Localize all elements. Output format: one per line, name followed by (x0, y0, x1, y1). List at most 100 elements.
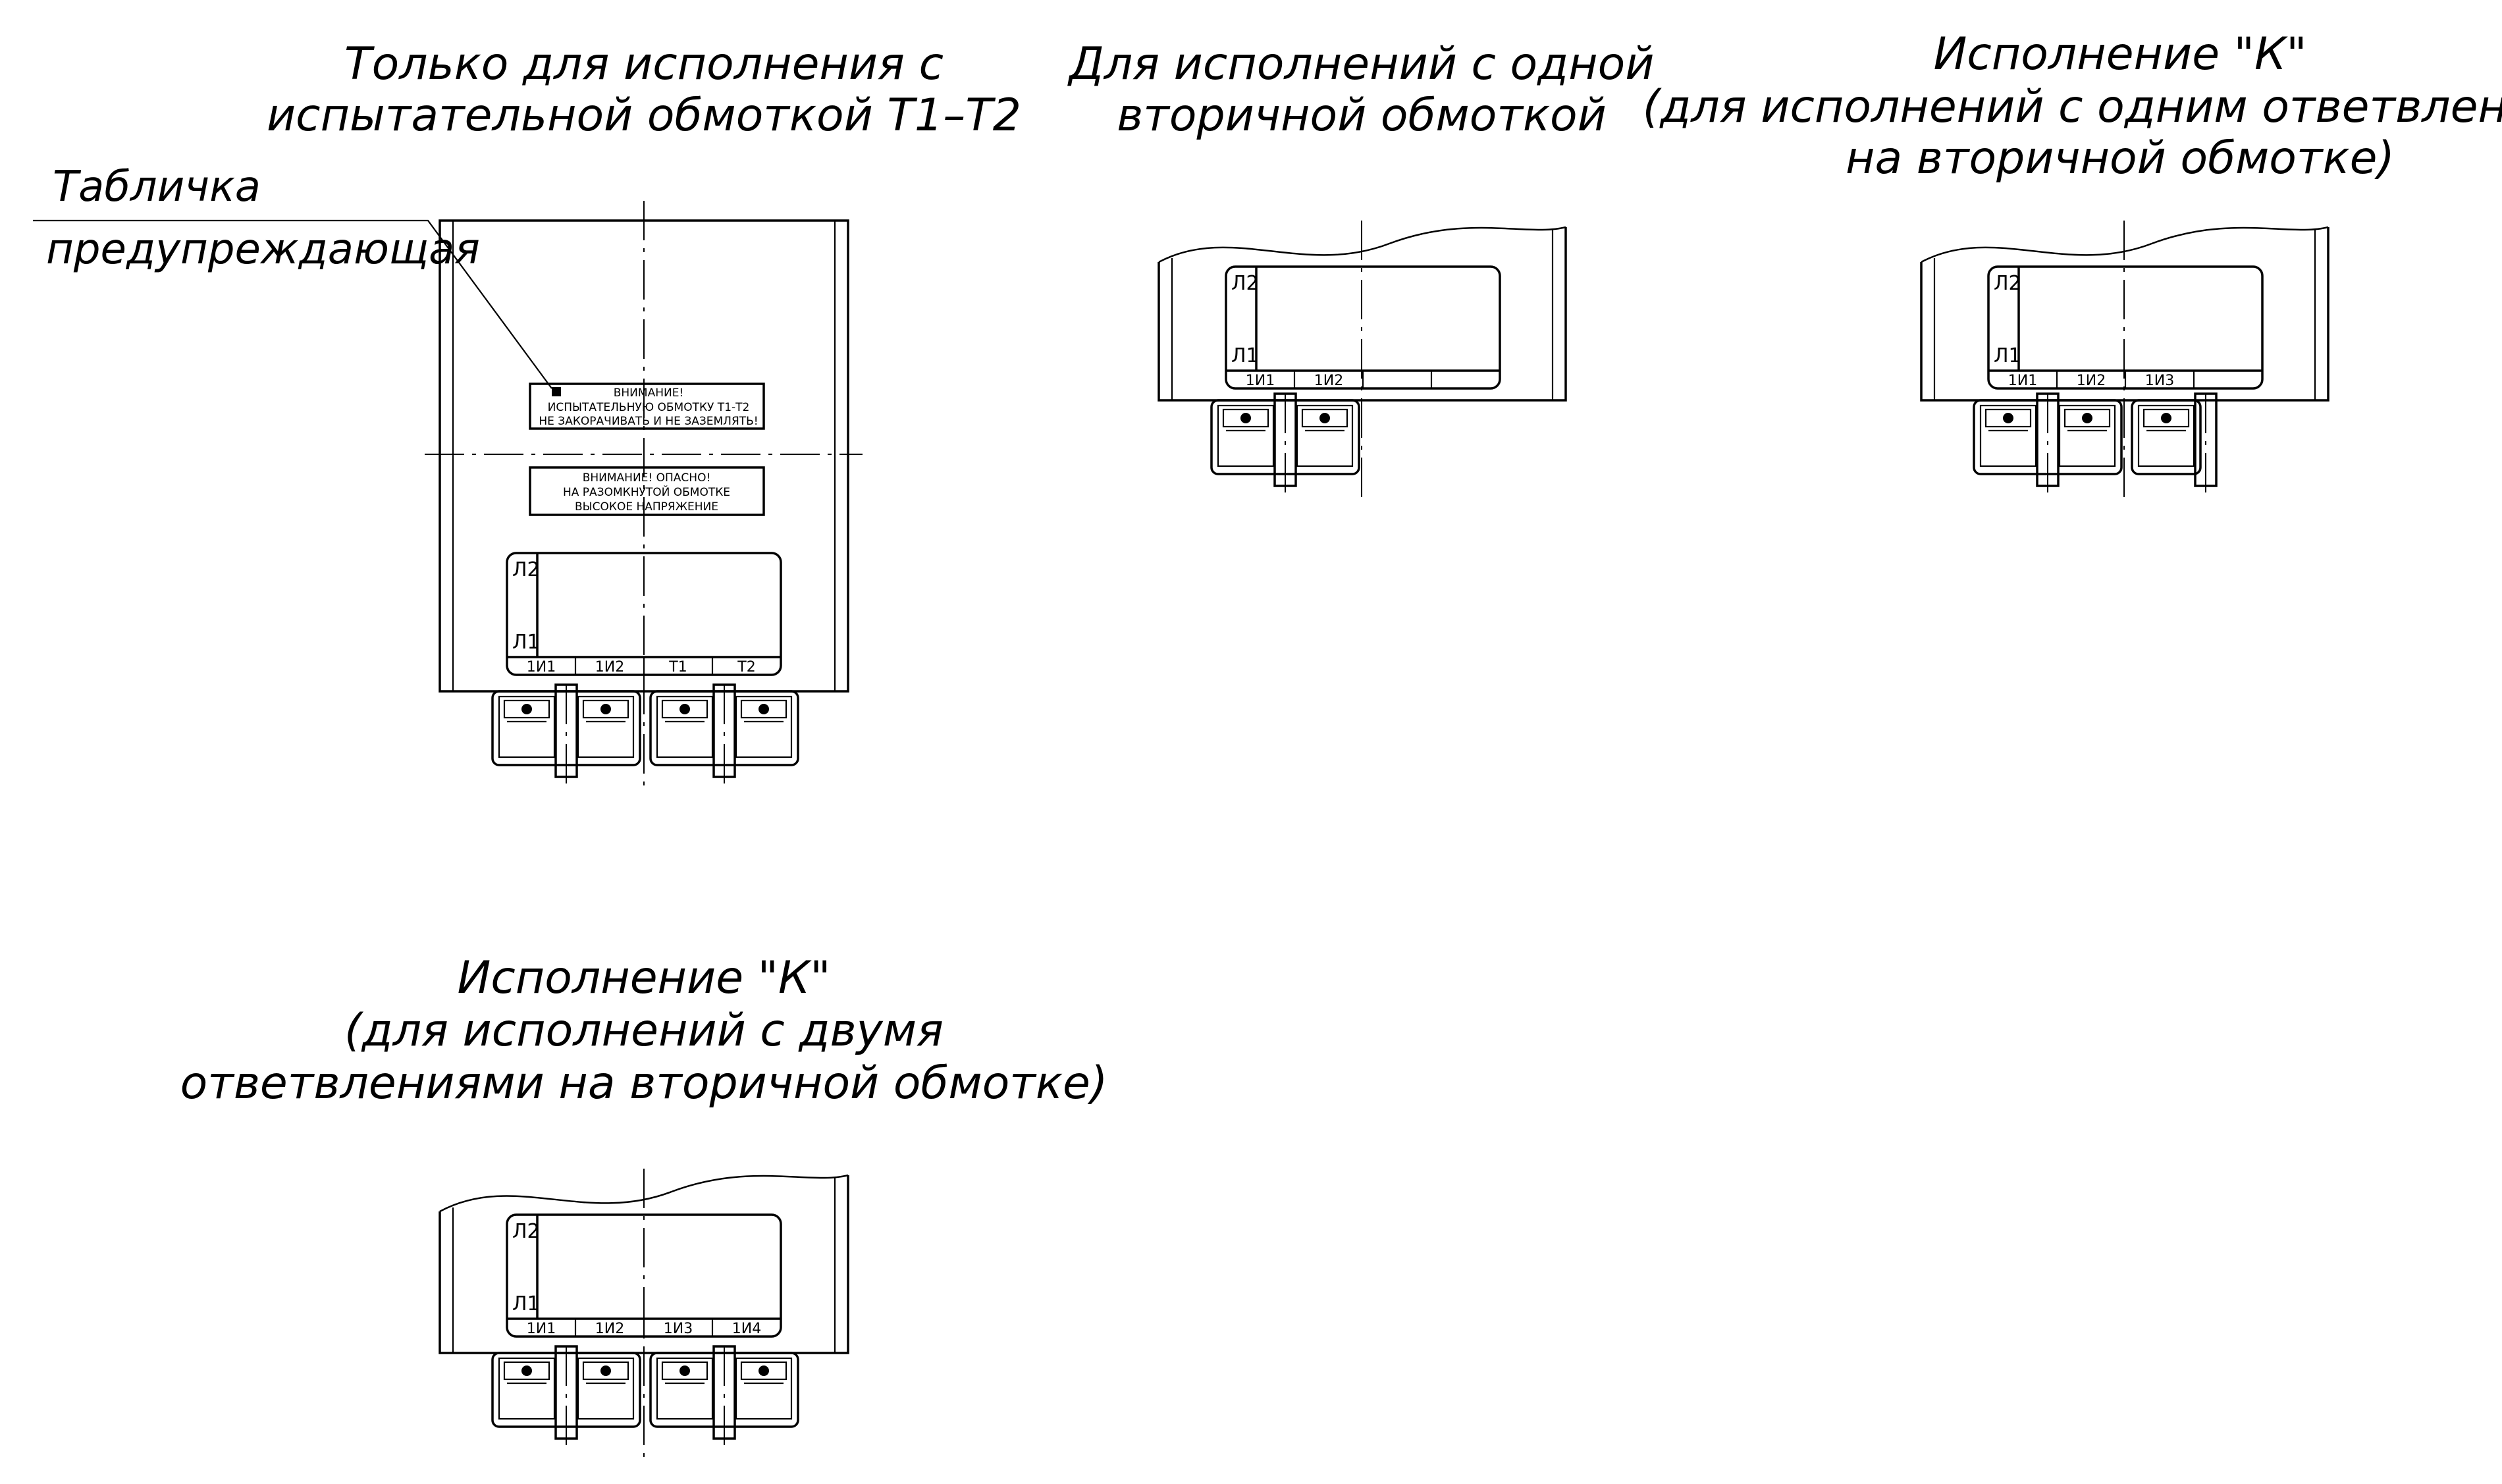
title-bottom-left-line-2: (для исполнений с двумя (344, 1005, 944, 1057)
terminal-clamp (582, 699, 629, 719)
title-top-middle-line-2: вторичной обмоткой (1117, 90, 1607, 142)
terminal-screws (491, 1345, 799, 1452)
terminal-screws (1210, 392, 1360, 499)
view-full-with-test-winding: ВНИМАНИЕ! ИСПЫТАТЕЛЬНУЮ ОБМОТКУ Т1-Т2 НЕ… (425, 201, 863, 790)
primary-label-l1: Л1 (1994, 344, 2021, 367)
terminal-cell (577, 1357, 635, 1420)
view-two-taps: Л2 Л1 1И1 1И2 1И3 1И4 (439, 1169, 849, 1458)
terminal-screws (1973, 392, 2218, 499)
screw-icon (600, 704, 611, 714)
terminal-clamp (503, 699, 550, 719)
terminal-label-1: 1И1 (527, 659, 556, 676)
primary-label-l1: Л1 (1231, 344, 1259, 367)
plate-line-2: ИСПЫТАТЕЛЬНУЮ ОБМОТКУ Т1-Т2 (548, 401, 750, 414)
primary-label-l1: Л1 (512, 1292, 540, 1315)
terminal-cell (656, 1357, 714, 1420)
terminal-label-4: 1И4 (732, 1321, 761, 1337)
title-top-right-line-3: на вторичной обмотке) (1846, 132, 2395, 184)
screw-icon (2082, 413, 2092, 423)
terminal-clamp (661, 1361, 708, 1381)
warning-plate-danger: ВНИМАНИЕ! ОПАСНО! НА РАЗОМКНУТОЙ ОБМОТКЕ… (529, 466, 765, 516)
terminal-label-2: 1И2 (595, 659, 624, 676)
terminal-clamp (1301, 408, 1348, 428)
terminal-cell (2058, 404, 2116, 467)
terminal-cell (735, 1357, 793, 1420)
screw-icon (2161, 413, 2171, 423)
plate-line-1: ВНИМАНИЕ! ОПАСНО! (583, 471, 711, 485)
terminal-label-4: Т2 (737, 659, 755, 676)
terminal-cell (1296, 404, 1354, 467)
title-bottom-left-line-3: ответвлениями на вторичной обмотке) (180, 1057, 1108, 1109)
title-top-left: Только для исполнения с испытательной об… (267, 38, 1021, 142)
title-top-left-line-1: Только для исполнения с (344, 38, 944, 90)
terminal-label-2: 1И2 (595, 1321, 624, 1337)
terminal-enclosure (2131, 399, 2202, 475)
terminal-cell (577, 695, 635, 758)
terminal-label-3: 1И3 (664, 1321, 693, 1337)
screw-icon (600, 1365, 611, 1376)
plate-line-3: ВЫСОКОЕ НАПРЯЖЕНИЕ (575, 500, 718, 514)
screw-icon (2003, 413, 2013, 423)
screw-icon (521, 1365, 532, 1376)
screw-icon (679, 1365, 690, 1376)
terminal-clamp (2143, 408, 2190, 428)
plate-line-1: ВНИМАНИЕ! (614, 386, 684, 400)
terminal-cell (2137, 404, 2195, 467)
terminal-cell (1979, 404, 2037, 467)
callout-warning-plate: Табличка предупреждающая (33, 163, 552, 389)
terminal-cell (498, 695, 556, 758)
terminal-clamp (1984, 408, 2032, 428)
terminal-clamp (1222, 408, 1269, 428)
terminal-cell (735, 695, 793, 758)
terminal-label-2: 1И2 (1314, 373, 1343, 389)
terminal-clamp (661, 699, 708, 719)
terminal-block: Л2 Л1 1И1 1И2 1И3 1И4 (506, 1213, 782, 1338)
plate-line-2: НА РАЗОМКНУТОЙ ОБМОТКЕ (563, 485, 730, 499)
terminal-cell (498, 1357, 556, 1420)
view-one-tap: Л2 Л1 1И1 1И2 1И3 (1920, 221, 2329, 504)
terminal-clamp (503, 1361, 550, 1381)
plate-marker-icon (552, 387, 561, 396)
terminal-clamp (740, 699, 787, 719)
terminal-clamp (582, 1361, 629, 1381)
callout-leader-line (33, 219, 552, 389)
screw-icon (679, 704, 690, 714)
screw-icon (1319, 413, 1330, 423)
title-top-middle-line-1: Для исполнений с одной (1067, 38, 1655, 90)
title-bottom-left-line-1: Исполнение "К" (457, 952, 830, 1004)
terminal-label-1: 1И1 (1246, 373, 1275, 389)
view-single-secondary: Л2 Л1 1И1 1И2 (1158, 221, 1567, 504)
terminal-cell (1217, 404, 1275, 467)
primary-label-l1: Л1 (512, 631, 540, 654)
title-top-right: Исполнение "К" (для исполнений с одним о… (1643, 28, 2502, 184)
terminal-label-3: Т1 (668, 659, 687, 676)
terminal-block: Л2 Л1 1И1 1И2 (1225, 265, 1501, 390)
screw-icon (759, 704, 769, 714)
callout-line-1: Табличка (53, 163, 261, 211)
plate-frame (529, 383, 765, 430)
terminal-screws (491, 683, 799, 790)
title-top-right-line-2: (для исполнений с одним ответвлением (1643, 81, 2502, 133)
terminal-block: Л2 Л1 1И1 1И2 1И3 (1987, 265, 2264, 390)
break-line (439, 1174, 849, 1213)
title-top-right-line-1: Исполнение "К" (1933, 28, 2306, 80)
screw-icon (521, 704, 532, 714)
screw-icon (1240, 413, 1251, 423)
screw-icon (759, 1365, 769, 1376)
terminal-label-3: 1И3 (2145, 373, 2174, 389)
plate-frame (529, 466, 765, 516)
primary-label-l2: Л2 (512, 558, 540, 581)
terminal-label-2: 1И2 (2077, 373, 2106, 389)
title-top-middle: Для исполнений с одной вторичной обмотко… (1067, 38, 1655, 142)
primary-label-l2: Л2 (1994, 272, 2021, 295)
terminal-label-1: 1И1 (527, 1321, 556, 1337)
primary-label-l2: Л2 (1231, 272, 1259, 295)
title-top-left-line-2: испытательной обмоткой Т1–Т2 (267, 90, 1021, 142)
terminal-block: Л2 Л1 1И1 1И2 Т1 Т2 (506, 552, 782, 676)
break-line (1158, 226, 1566, 263)
terminal-cell (656, 695, 714, 758)
terminal-clamp (2063, 408, 2111, 428)
callout-line-2: предупреждающая (46, 225, 480, 274)
break-line (1921, 226, 2329, 263)
